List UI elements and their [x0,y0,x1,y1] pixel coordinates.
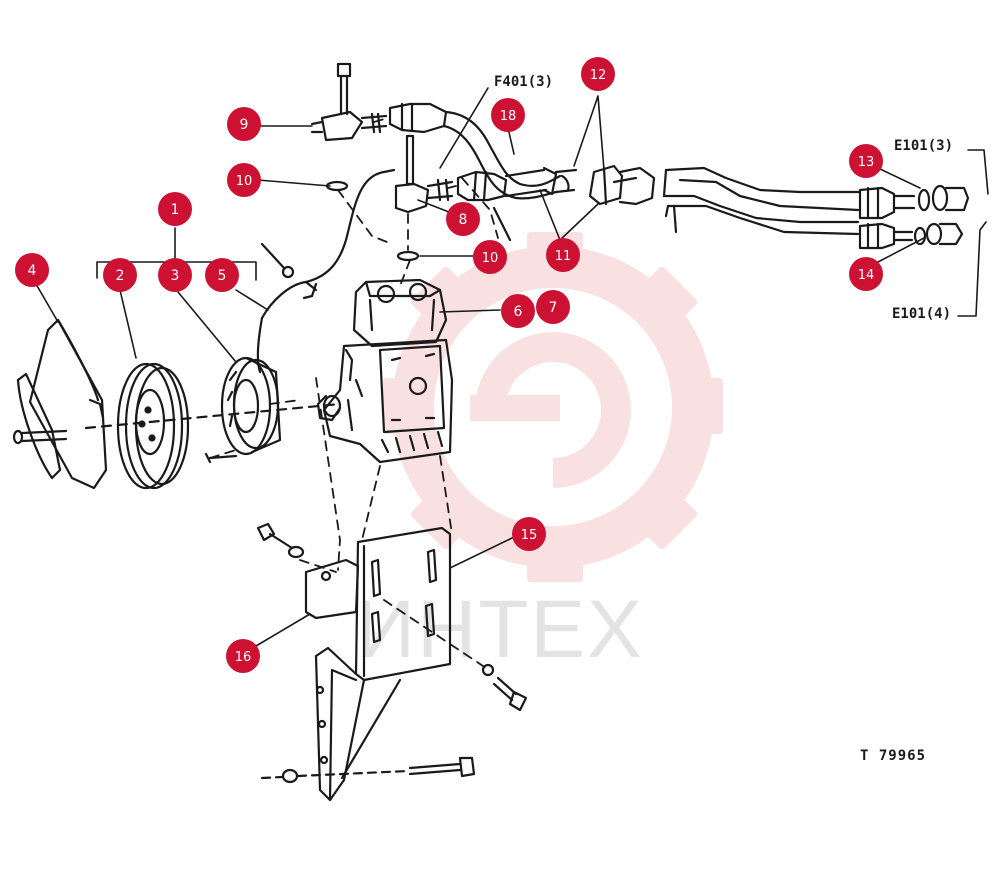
callout-13: 13 [849,144,883,178]
callout-15: 15 [512,517,546,551]
svg-text:18: 18 [500,109,517,124]
bolt-bottom [260,756,476,784]
fitting-right-14 [858,222,964,250]
svg-text:10: 10 [482,251,499,266]
callout-2: 2 [103,258,137,292]
callout-12: 12 [581,57,615,91]
ref-e101-3: E101(3) [894,138,953,154]
figure-id: T 79965 [860,748,926,764]
svg-text:5: 5 [218,268,227,284]
svg-text:14: 14 [858,268,875,283]
fitting-elbow [394,134,454,214]
callout-1: 1 [158,192,192,226]
v-belt [16,318,108,490]
svg-text:6: 6 [514,304,523,320]
mounting-bracket [314,526,452,802]
svg-text:9: 9 [240,117,249,133]
callout-10-upper: 10 [227,163,261,197]
callout-7: 7 [536,290,570,324]
callout-6: 6 [501,294,535,328]
hose-assembly-right [588,164,862,236]
compressor [316,278,454,464]
svg-text:3: 3 [171,268,180,284]
watermark-text: ИНТЕХ [356,584,644,675]
callout-5: 5 [205,258,239,292]
svg-text:16: 16 [235,650,252,665]
clutch-coil [220,356,282,456]
svg-text:8: 8 [459,212,468,228]
svg-text:13: 13 [858,155,875,170]
callout-10-lower: 10 [473,240,507,274]
svg-text:7: 7 [549,300,558,316]
svg-text:12: 12 [590,68,607,83]
callout-9: 9 [227,107,261,141]
pulley [116,362,190,490]
bolt-bracket-upper [256,522,305,559]
svg-text:1: 1 [171,202,180,218]
bolt-left [12,429,68,445]
svg-text:15: 15 [521,528,538,543]
callout-3: 3 [158,258,192,292]
spacer-plate [304,558,360,620]
callout-8: 8 [446,202,480,236]
svg-text:10: 10 [236,174,253,189]
svg-text:2: 2 [116,268,125,284]
fitting-right-13 [858,184,970,220]
callout-11: 11 [546,238,580,272]
fitting-tee-top [310,62,388,142]
bolt-bracket-lower [481,663,528,712]
callout-4: 4 [15,253,49,287]
svg-text:4: 4 [28,263,37,279]
callout-14: 14 [849,257,883,291]
svg-text:11: 11 [555,249,572,264]
ref-f401: F401(3) [494,74,553,90]
watermark-logo [383,232,723,582]
callout-18: 18 [491,98,525,132]
callout-16: 16 [226,639,260,673]
ref-e101-4: E101(4) [892,306,951,322]
